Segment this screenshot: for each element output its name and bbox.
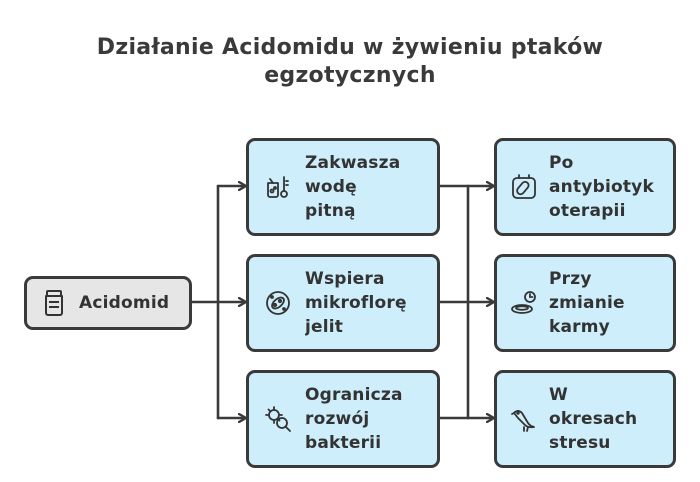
lab-flask-thermometer-icon — [263, 172, 293, 202]
pill-icon — [509, 172, 539, 202]
effect-label: Ogranicza rozwój bakterii — [305, 385, 403, 453]
effect-node: Ogranicza rozwój bakterii — [246, 370, 440, 468]
effect-label: Zakwasza wodę pitną — [305, 153, 401, 221]
root-node: Acidomid — [24, 276, 192, 330]
effect-node: Wspiera mikroflorę jelit — [246, 254, 440, 352]
bowl-clock-icon — [509, 288, 539, 318]
effect-label: Wspiera mikroflorę jelit — [305, 269, 407, 337]
situation-label: W okresach stresu — [549, 385, 638, 453]
effect-node: Zakwasza wodę pitną — [246, 138, 440, 236]
root-label: Acidomid — [79, 293, 170, 313]
bird-icon — [509, 404, 539, 434]
situation-node: Po antybiotyk oterapii — [494, 138, 676, 236]
diagram-title: Działanie Acidomidu w żywieniu ptaków eg… — [96, 35, 604, 88]
situation-node: W okresach stresu — [494, 370, 676, 468]
situation-label: Przy zmianie karmy — [549, 269, 625, 337]
virus-magnifier-icon — [263, 404, 293, 434]
situation-node: Przy zmianie karmy — [494, 254, 676, 352]
bacteria-icon — [263, 288, 293, 318]
jar-icon — [39, 288, 69, 318]
situation-label: Po antybiotyk oterapii — [549, 153, 654, 221]
